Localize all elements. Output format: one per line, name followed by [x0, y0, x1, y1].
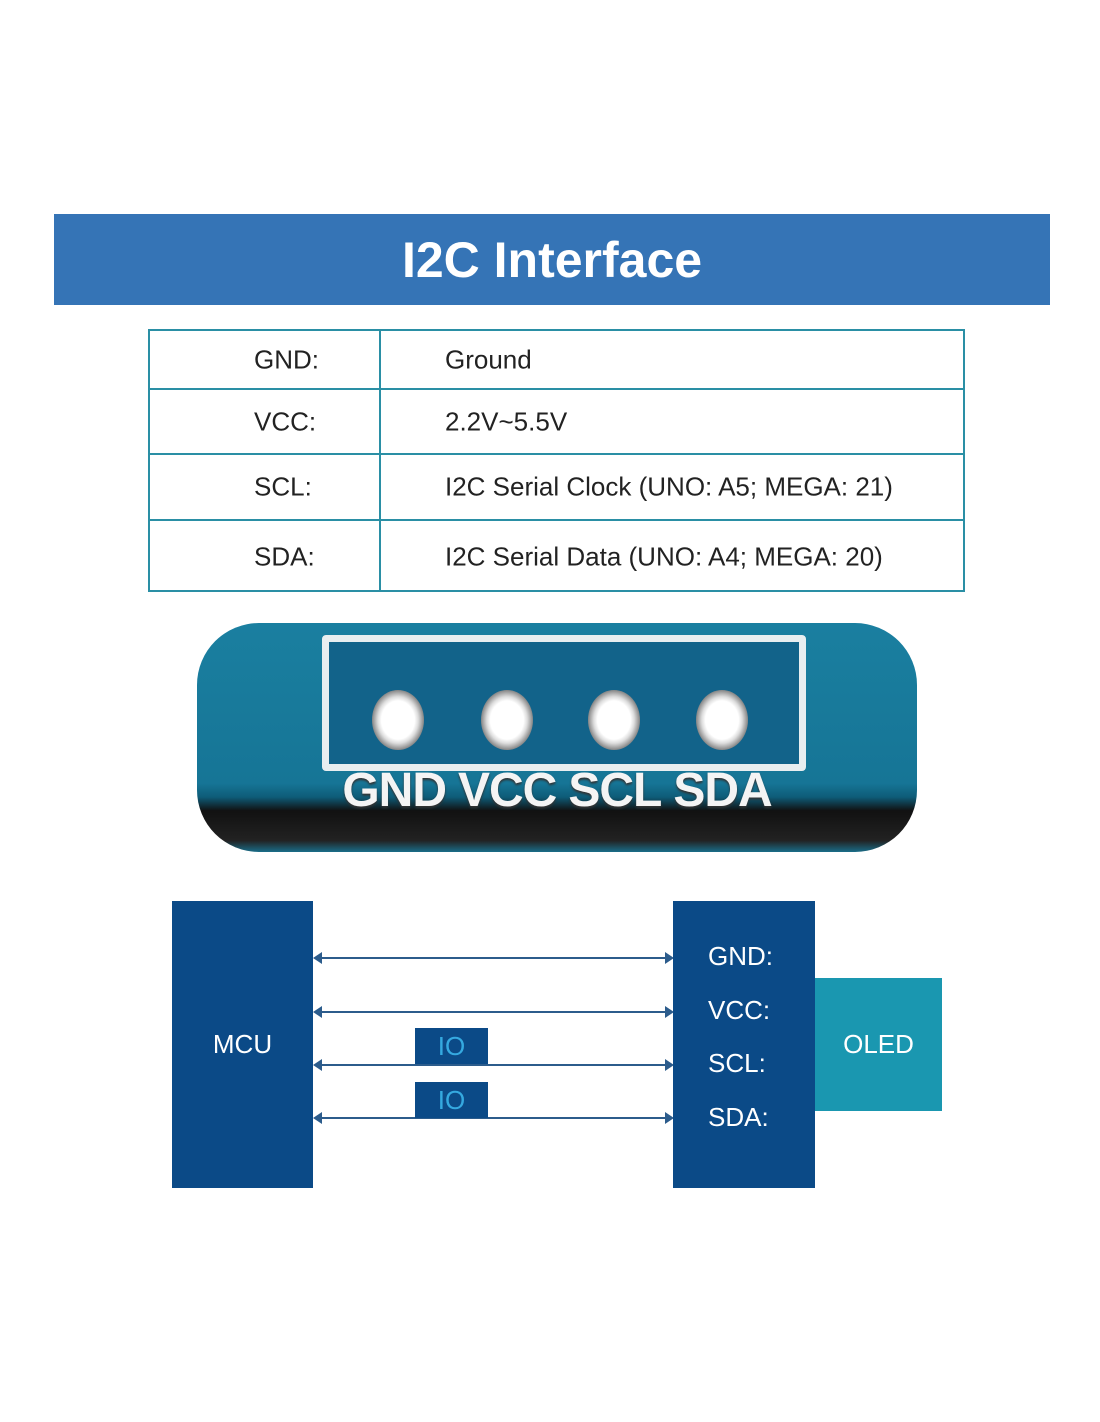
- mcu-label: MCU: [212, 1029, 273, 1059]
- column-divider: [379, 331, 381, 590]
- pin-description: I2C Serial Data (UNO: A4; MEGA: 20): [445, 541, 883, 571]
- table-row: SDA: I2C Serial Data (UNO: A4; MEGA: 20): [150, 521, 963, 592]
- pin-hole-icon: [588, 690, 640, 750]
- pcb-label: VCC: [457, 764, 557, 817]
- pin-label: SCL:: [708, 1048, 766, 1078]
- pin-table: GND: Ground VCC: 2.2V~5.5V SCL: I2C Serial …: [148, 329, 965, 592]
- pin-hole-icon: [372, 690, 424, 750]
- pin-description: Ground: [445, 344, 532, 374]
- pin-description: 2.2V~5.5V: [445, 406, 568, 436]
- pin-label: VCC:: [708, 995, 771, 1025]
- oled-label: OLED: [843, 1029, 914, 1059]
- pin-hole-icon: [696, 690, 748, 750]
- table-row: GND: Ground: [150, 331, 963, 390]
- pin-name: SDA:: [254, 541, 315, 571]
- pin-label: SDA:: [708, 1102, 769, 1132]
- table-row: SCL: I2C Serial Clock (UNO: A5; MEGA: 21): [150, 455, 963, 521]
- pin-name: VCC:: [254, 406, 317, 436]
- connection-arrow: [313, 1006, 674, 1018]
- table-row: VCC: 2.2V~5.5V: [150, 390, 963, 455]
- pin-hole-icon: [481, 690, 533, 750]
- pin-description: I2C Serial Clock (UNO: A5; MEGA: 21): [445, 471, 893, 502]
- oled-block: OLED: [815, 978, 942, 1111]
- title-banner: I2C Interface: [54, 214, 1050, 305]
- mcu-block: MCU: [172, 901, 313, 1188]
- pin-header-outline: [322, 635, 806, 771]
- pin-name: GND:: [254, 344, 319, 374]
- pcb-label: SCL: [568, 764, 662, 817]
- io-block: IO: [415, 1028, 488, 1064]
- io-block: IO: [415, 1082, 488, 1118]
- pin-label: GND:: [708, 941, 773, 971]
- pcb-label: SDA: [673, 764, 772, 817]
- pcb-label: GND: [342, 764, 447, 817]
- connection-arrow: [313, 952, 674, 964]
- oled-pin-block: GND: VCC: SCL: SDA:: [673, 901, 815, 1188]
- pin-name: SCL:: [254, 471, 312, 502]
- connection-arrow: [313, 1059, 674, 1071]
- connection-arrow: [313, 1112, 674, 1124]
